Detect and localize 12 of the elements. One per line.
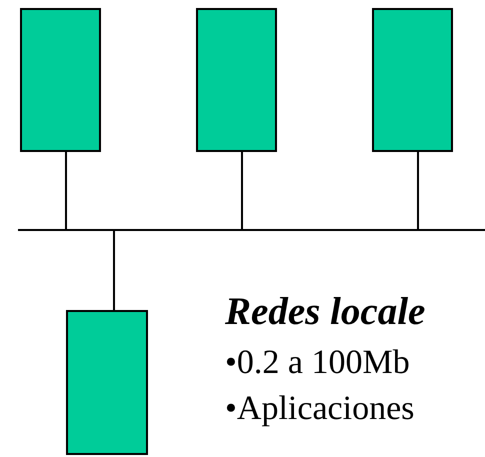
bullet-text: •0.2 a 100Mb [225, 346, 410, 380]
heading-text: Redes locale [225, 292, 426, 331]
device-box [372, 8, 453, 152]
connector-line [113, 231, 115, 310]
bus-line [18, 229, 485, 231]
bullet-text: •Aplicaciones [225, 392, 414, 426]
device-box [196, 8, 277, 152]
connector-line [417, 152, 419, 229]
connector-line [241, 152, 243, 229]
device-box [66, 310, 148, 455]
connector-line [65, 152, 67, 229]
device-box [20, 8, 101, 152]
